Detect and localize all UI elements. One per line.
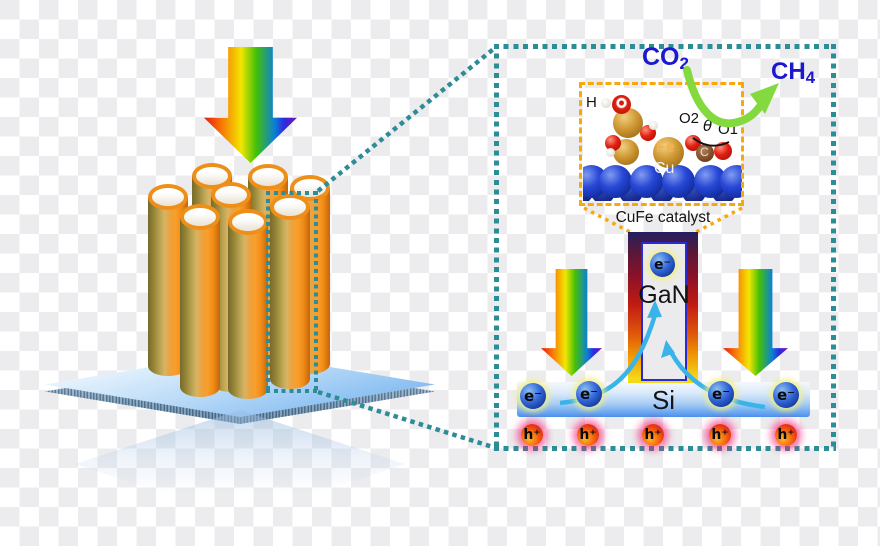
nanowire-cap xyxy=(228,209,268,235)
inset-border-bottom xyxy=(494,446,836,451)
electron-badge: e⁻ xyxy=(773,382,799,408)
h-atom xyxy=(648,120,658,130)
inset-border-left xyxy=(494,44,499,451)
inset-border-top xyxy=(494,44,836,49)
nanowire-body xyxy=(180,217,220,397)
c-atom xyxy=(696,144,714,162)
cu-atom xyxy=(598,164,632,198)
substrate-reflection xyxy=(75,410,405,518)
h-atom-label: H xyxy=(586,94,597,111)
hole-badge: h⁺ xyxy=(775,424,797,446)
nanowire-body xyxy=(228,222,268,399)
nanowire-cap xyxy=(211,182,251,208)
hole-badge: h⁺ xyxy=(709,424,731,446)
highlight-rect-top xyxy=(266,191,318,195)
nanowire-body xyxy=(270,207,310,389)
catalyst-dashed-box xyxy=(579,82,744,206)
cu-atom xyxy=(719,164,742,198)
hole-badge: h⁺ xyxy=(521,424,543,446)
o-atom xyxy=(605,135,621,151)
cu-atom-label: Cu xyxy=(654,160,675,177)
cu-atom xyxy=(661,164,695,198)
fe-atom-label: Fe xyxy=(656,139,675,156)
h-atom xyxy=(601,98,611,108)
nanowire-cap xyxy=(180,204,220,230)
inset-border-right xyxy=(831,44,836,451)
highlight-rect-bottom xyxy=(266,389,318,393)
electron-badge: e⁻ xyxy=(708,381,734,407)
catalyst-caption: CuFe catalyst xyxy=(615,209,711,226)
hole-badge: h⁺ xyxy=(577,424,599,446)
nanowire-cap xyxy=(148,184,188,210)
electron-badge: e⁻ xyxy=(576,381,602,407)
nanowire-cap xyxy=(270,194,310,220)
nanowire-cap xyxy=(248,164,288,190)
electron-badge-gan: e⁻ xyxy=(650,252,675,277)
ch4-label: CH4 xyxy=(771,58,816,87)
light-arrow-left-icon xyxy=(541,269,602,376)
cu-atom xyxy=(629,164,663,198)
highlight-rect-right xyxy=(314,191,318,393)
si-label: Si xyxy=(651,385,676,415)
gan-label: GaN xyxy=(638,281,690,309)
fe-atom xyxy=(652,136,684,168)
si-substrate-bar: Si xyxy=(517,382,810,417)
light-arrow-icon xyxy=(204,47,297,163)
c-atom-label: C xyxy=(700,145,709,159)
highlight-rect-left xyxy=(266,191,270,393)
electron-badge: e⁻ xyxy=(520,383,546,409)
h-atom xyxy=(605,147,615,157)
catalyst-model-panel: H O2 θ O1 Fe C Cu xyxy=(583,88,742,201)
hole-badge: h⁺ xyxy=(642,424,664,446)
co2-label: CO2 xyxy=(642,43,689,73)
oring-atom xyxy=(611,94,631,114)
light-arrow-right-icon xyxy=(723,269,788,376)
